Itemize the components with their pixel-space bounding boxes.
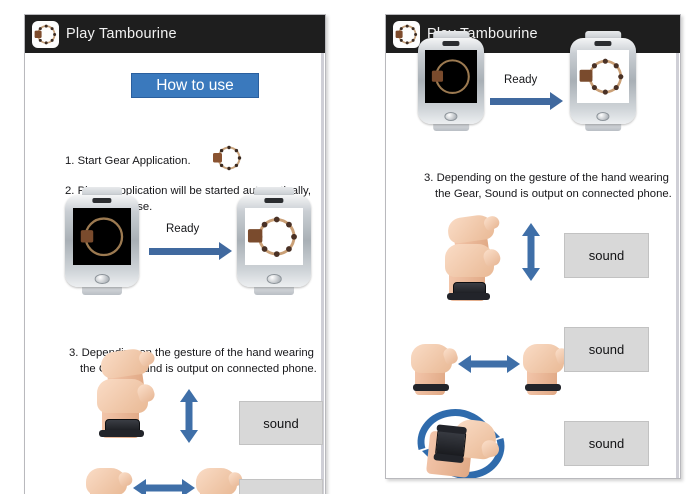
gear-watch-idle [418, 31, 484, 131]
ready-label: Ready [504, 74, 538, 86]
arrow-head-up [522, 223, 540, 236]
step-3-text: Depending on the gesture of the hand wea… [435, 172, 672, 201]
watch-camera [594, 41, 612, 46]
how-to-use-button[interactable]: How to use [131, 73, 259, 98]
arrow-shaft [527, 235, 535, 269]
gear-watch-idle [65, 187, 139, 295]
ready-transition-arrow: Ready [490, 74, 570, 116]
arrow-shaft [490, 98, 552, 105]
gesture-hand-lower [441, 243, 503, 301]
watch-strap-top [585, 31, 621, 42]
vertical-double-arrow-1 [521, 223, 541, 281]
gesture-hand-left [408, 343, 460, 395]
arrow-shaft [145, 484, 183, 492]
sound-output-box-1: sound [564, 233, 649, 278]
watch-strap-bottom [82, 283, 122, 295]
tambourine-inline-icon [211, 141, 245, 175]
left-app-title: Play Tambourine [66, 26, 177, 42]
watch-body [418, 38, 484, 124]
step-3: 3. Depending on the gesture of the hand … [424, 170, 680, 202]
watch-home-button[interactable] [266, 274, 282, 284]
watch-home-button[interactable] [596, 111, 610, 121]
watch-strap-top [433, 31, 469, 42]
step-1-number: 1. [65, 155, 75, 167]
step-1-text: Start Gear Application. [77, 155, 191, 167]
arrow-shaft [470, 360, 508, 368]
right-content: Ready [386, 31, 680, 478]
sound-output-box-2: sound [239, 479, 323, 494]
watch-camera [92, 197, 112, 203]
arrow-head-left [133, 479, 146, 494]
sound-output-box-2: sound [564, 327, 649, 372]
watch-body [65, 194, 139, 288]
right-scrollbar[interactable] [676, 53, 679, 478]
watch-strap-bottom [433, 120, 469, 131]
gear-watch-ready [237, 187, 311, 295]
watch-camera [264, 197, 284, 203]
arrow-shaft [185, 401, 193, 431]
step-3-number: 3. [69, 347, 79, 359]
step-3-number: 3. [424, 172, 434, 184]
watch-band [447, 292, 491, 301]
arrow-head-right [507, 355, 520, 373]
watch-home-button[interactable] [94, 274, 110, 284]
ready-transition-arrow: Ready [149, 223, 235, 265]
watch-band [99, 429, 144, 438]
gesture-hand-right [520, 343, 572, 395]
watch-home-button[interactable] [444, 111, 458, 121]
ready-label: Ready [166, 223, 200, 235]
watch-strap-bottom [585, 120, 621, 131]
arrow-head-left [458, 355, 471, 373]
watch-screen-dark [425, 50, 477, 104]
watch-screen-tambourine [245, 207, 303, 266]
gear-watch-ready [570, 31, 636, 131]
watch-body [570, 38, 636, 124]
gesture-hand-left [83, 467, 134, 494]
watch-band [525, 384, 561, 391]
watch-screen-tambourine [577, 50, 629, 104]
watch-body [237, 194, 311, 288]
arrow-head-down [180, 430, 198, 443]
watch-camera [442, 41, 460, 46]
gesture-hand-rotating [423, 411, 501, 478]
sound-output-box-3: sound [564, 421, 649, 466]
watch-strap-bottom [254, 283, 294, 295]
arrow-head-right [182, 479, 195, 494]
left-scrollbar[interactable] [321, 53, 324, 494]
step-1: 1. Start Gear Application. [65, 153, 191, 169]
horizontal-double-arrow-1 [133, 475, 195, 494]
left-titlebar: Play Tambourine [25, 15, 325, 53]
tambourine-app-icon [393, 20, 420, 48]
vertical-double-arrow-1 [179, 389, 199, 443]
arrow-head [550, 92, 563, 110]
arrow-head [219, 242, 232, 260]
tambourine-app-icon [32, 20, 59, 48]
step-2-number: 2. [65, 185, 75, 197]
left-panel: Play Tambourine How to use 1. Start Gear… [24, 14, 326, 494]
gesture-hand-lower [93, 378, 157, 438]
watch-strap-top [82, 187, 122, 199]
arrow-shaft [149, 248, 221, 255]
sound-output-box-1: sound [239, 401, 323, 445]
arrow-head-up [180, 389, 198, 402]
gesture-hand-right [193, 467, 244, 494]
watch-band [413, 384, 449, 391]
arrow-head-down [522, 268, 540, 281]
horizontal-double-arrow-1 [458, 351, 520, 377]
watch-strap-top [254, 187, 294, 199]
left-content: How to use 1. Start Gear Application. [25, 53, 325, 494]
right-panel: Play Tambourine [385, 14, 681, 479]
watch-screen-dark [73, 207, 131, 266]
